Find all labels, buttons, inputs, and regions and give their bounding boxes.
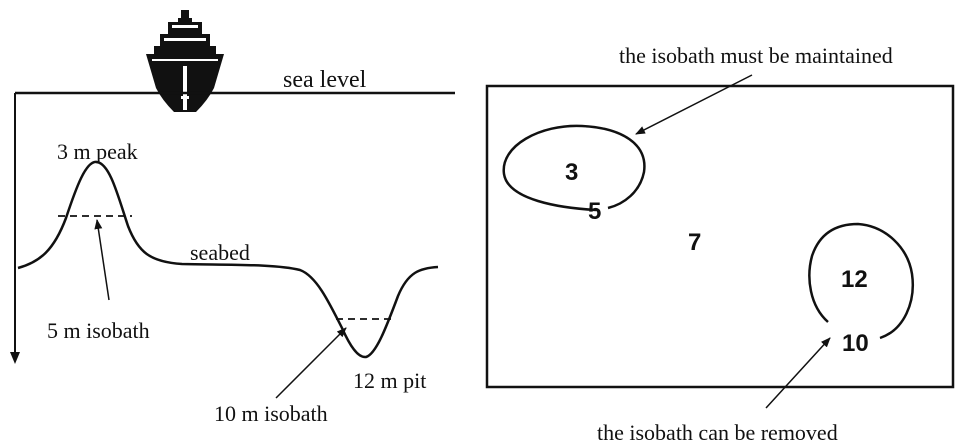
- seabed-label: seabed: [190, 240, 250, 265]
- isobath-maintained-contour: [502, 124, 646, 212]
- depth-7-label: 7: [688, 229, 701, 256]
- maintained-label: the isobath must be maintained: [619, 43, 893, 68]
- peak-label: 3 m peak: [57, 139, 138, 164]
- isobath-5-arrow: [94, 219, 110, 301]
- sea-level-label: sea level: [283, 67, 367, 93]
- maintained-arrow: [635, 74, 753, 135]
- depth-5-label: 5: [588, 198, 601, 225]
- depth-10-label: 10: [842, 330, 869, 357]
- ship-icon: [146, 10, 224, 112]
- isobath-5-label: 5 m isobath: [47, 318, 150, 343]
- removed-label: the isobath can be removed: [597, 420, 838, 445]
- depth-axis-arrowhead: [10, 352, 20, 364]
- isobath-10-arrow: [275, 327, 347, 399]
- pit-label: 12 m pit: [353, 368, 426, 393]
- isobath-10-label: 10 m isobath: [214, 401, 328, 426]
- seabed-profile-curve: [17, 160, 439, 359]
- chart-frame: [485, 84, 955, 389]
- removed-arrow: [765, 337, 831, 409]
- profile-panel: sea level 3 m peak seabed 5 m isobath 12…: [10, 10, 455, 426]
- chart-panel: the isobath must be maintained 3 5 7 12 …: [485, 43, 955, 445]
- depth-3-label: 3: [565, 159, 578, 186]
- isobath-removable-contour: [808, 222, 914, 340]
- depth-12-label: 12: [841, 266, 868, 293]
